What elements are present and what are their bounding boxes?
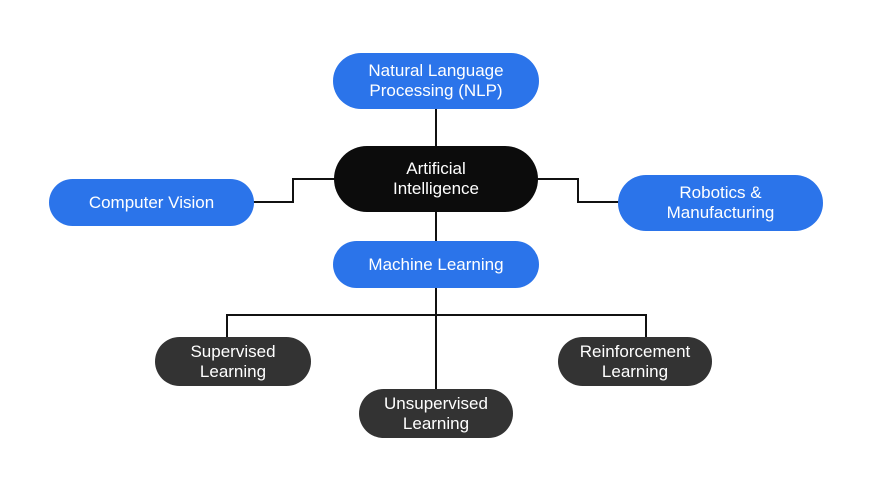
connector-root-computer-vision	[253, 178, 335, 203]
connector-root-robotics	[537, 178, 620, 203]
node-nlp: Natural Language Processing (NLP)	[333, 53, 539, 109]
node-unsupervised-learning: Unsupervised Learning	[359, 389, 513, 438]
node-artificial-intelligence: Artificial Intelligence	[334, 146, 538, 212]
node-machine-learning: Machine Learning	[333, 241, 539, 288]
node-computer-vision: Computer Vision	[49, 179, 254, 226]
node-supervised-learning: Supervised Learning	[155, 337, 311, 386]
node-reinforcement-learning: Reinforcement Learning	[558, 337, 712, 386]
node-robotics-manufacturing: Robotics & Manufacturing	[618, 175, 823, 231]
